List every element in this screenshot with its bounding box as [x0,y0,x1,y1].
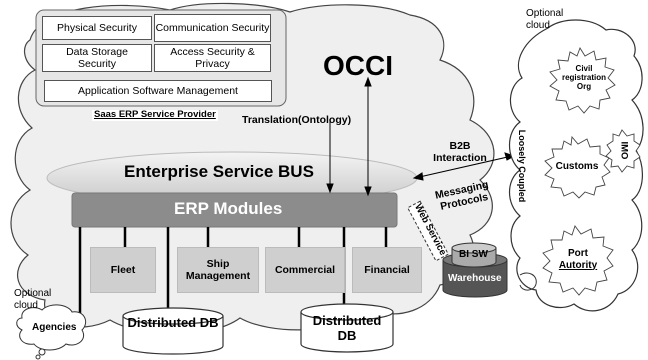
communication-security-box: Communication Security [154,14,271,42]
occi-label: OCCI [323,50,393,81]
civil-starburst [549,46,616,114]
erp-modules-bar [71,192,398,228]
access-security-box: Access Security & Privacy [154,44,271,72]
data-storage-security-box: Data Storage Security [42,44,152,72]
b2b-interaction-label: B2B Interaction [433,140,487,165]
esb-label: Enterprise Service BUS [124,162,314,181]
db-cylinder-2 [300,303,394,353]
bi-sw-label: BI SW [459,249,488,260]
fleet-module: Fleet [90,247,156,293]
application-software-management-box: Application Software Management [44,80,272,102]
saas-provider-label: Saas ERP Service Provider [92,109,218,121]
web-service-box [407,200,449,262]
port-loop [519,272,537,291]
imo-starburst [605,129,641,173]
agencies-cloud [16,304,87,351]
db-cylinder-1 [122,307,224,355]
port-starburst [542,225,614,296]
customs-starburst [544,135,611,199]
b2b-arrow [412,152,516,181]
imo-label: IMO [618,141,630,160]
optional-cloud-label-right: Optional cloud [526,8,564,31]
loosely-coupled-label: Loosely Coupled [517,129,527,203]
distributed-db-label-2: Distributed DB [312,313,382,343]
occi-arrows [326,76,372,197]
physical-security-box: Physical Security [42,16,152,40]
distributed-db-label-1: Distributed DB [127,315,219,330]
warehouse-label: Warehouse [448,273,502,284]
commercial-module: Commercial [265,247,345,293]
erp-modules-label: ERP Modules [174,199,283,218]
civil-registration-label: Civil registration Org [561,64,606,92]
ship-management-module: Ship Management [177,247,259,293]
module-connectors [123,227,388,248]
optional-cloud-label-left: Optional cloud [14,288,52,311]
translation-label: Translation(Ontology) [242,114,352,126]
financial-module: Financial [352,247,422,293]
agencies-label: Agencies [32,322,77,333]
customs-label: Customs [555,161,599,172]
warehouse-cylinder [442,242,508,298]
